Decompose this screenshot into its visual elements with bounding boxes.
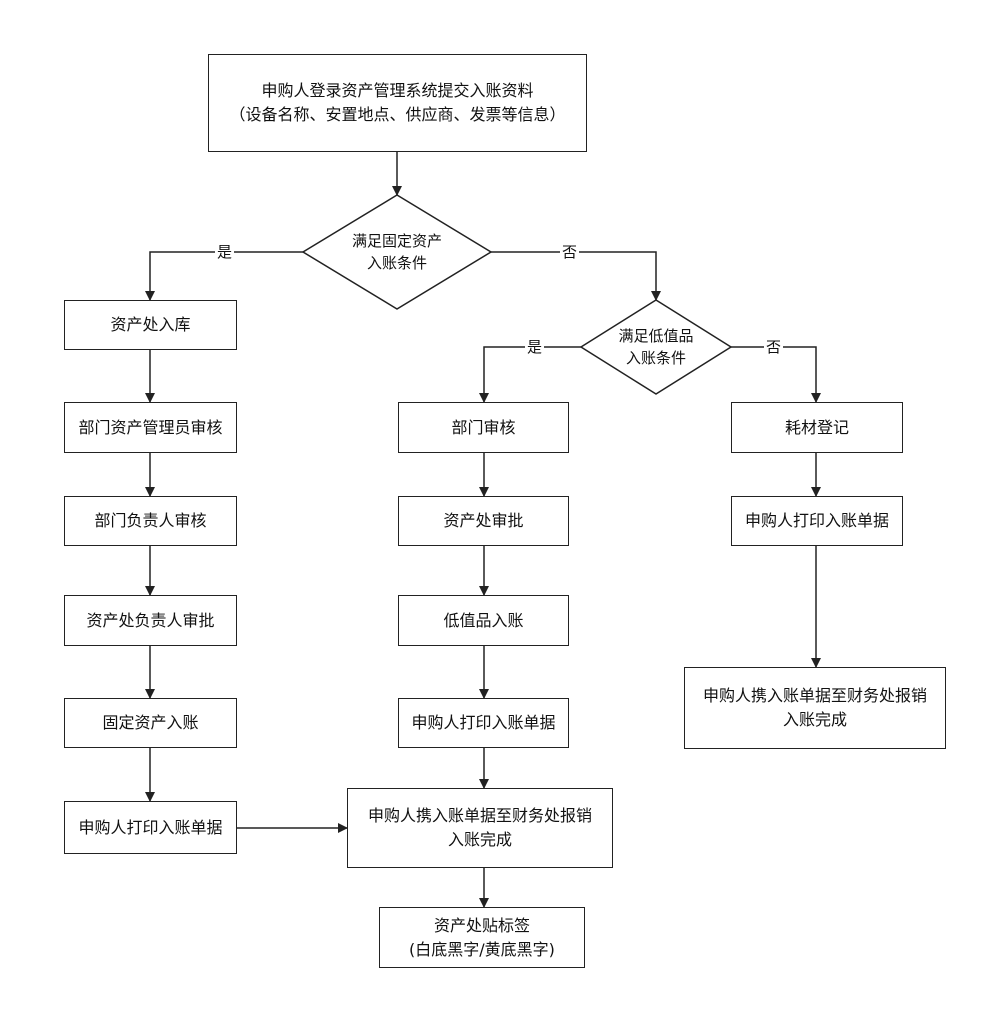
low-step-4: 申购人打印入账单据 bbox=[398, 698, 569, 748]
label-node-line-2: (白底黑字/黄底黑字) bbox=[409, 939, 555, 959]
decision-fixed-line-1: 满足固定资产 bbox=[351, 232, 442, 250]
start-node: 申购人登录资产管理系统提交入账资料 （设备名称、安置地点、供应商、发票等信息） bbox=[208, 54, 587, 152]
label-low-yes: 是 bbox=[525, 338, 545, 356]
consumable-step-2: 申购人打印入账单据 bbox=[731, 496, 903, 546]
label-node-line-1: 资产处贴标签 bbox=[433, 915, 530, 935]
low-step-2: 资产处审批 bbox=[398, 496, 569, 546]
label-fixed-no: 否 bbox=[560, 243, 580, 261]
arrow-fixed-no bbox=[491, 251, 661, 301]
decision-low-text: 满足低值品 入账条件 bbox=[596, 325, 716, 369]
fixed-step-6: 申购人打印入账单据 bbox=[64, 801, 237, 854]
consumable-finish-line-2: 入账完成 bbox=[782, 710, 847, 729]
center-finish-line-2: 入账完成 bbox=[447, 830, 512, 849]
decision-diamond-low bbox=[579, 299, 733, 395]
fixed-step-1: 资产处入库 bbox=[64, 300, 237, 350]
arrow-low-yes bbox=[479, 346, 581, 403]
fixed-step-4: 资产处负责人审批 bbox=[64, 595, 237, 646]
center-finish-node: 申购人携入账单据至财务处报销 入账完成 bbox=[347, 788, 613, 868]
decision-fixed-text: 满足固定资产 入账条件 bbox=[327, 230, 467, 274]
label-node: 资产处贴标签 (白底黑字/黄底黑字) bbox=[379, 907, 585, 968]
low-step-1: 部门审核 bbox=[398, 402, 569, 453]
start-node-line-1: 申购人登录资产管理系统提交入账资料 bbox=[261, 81, 534, 100]
decision-low-line-1: 满足低值品 bbox=[618, 327, 694, 345]
fixed-step-3: 部门负责人审核 bbox=[64, 496, 237, 546]
arrow-low-no bbox=[731, 346, 821, 403]
label-fixed-yes: 是 bbox=[215, 243, 235, 261]
consumable-step-1: 耗材登记 bbox=[731, 402, 903, 453]
consumable-finish-node: 申购人携入账单据至财务处报销 入账完成 bbox=[684, 667, 946, 749]
consumable-finish-line-1: 申购人携入账单据至财务处报销 bbox=[702, 686, 927, 705]
fixed-step-5: 固定资产入账 bbox=[64, 698, 237, 748]
label-low-no: 否 bbox=[764, 338, 784, 356]
decision-low-line-2: 入账条件 bbox=[625, 349, 686, 367]
decision-diamond-fixed bbox=[301, 194, 493, 310]
start-node-line-2: （设备名称、安置地点、供应商、发票等信息） bbox=[229, 105, 566, 124]
fixed-step-2: 部门资产管理员审核 bbox=[64, 402, 237, 453]
center-finish-line-1: 申购人携入账单据至财务处报销 bbox=[367, 806, 592, 825]
low-step-3: 低值品入账 bbox=[398, 595, 569, 646]
decision-fixed-line-2: 入账条件 bbox=[366, 254, 427, 272]
arrow-fixed-yes bbox=[145, 251, 303, 301]
